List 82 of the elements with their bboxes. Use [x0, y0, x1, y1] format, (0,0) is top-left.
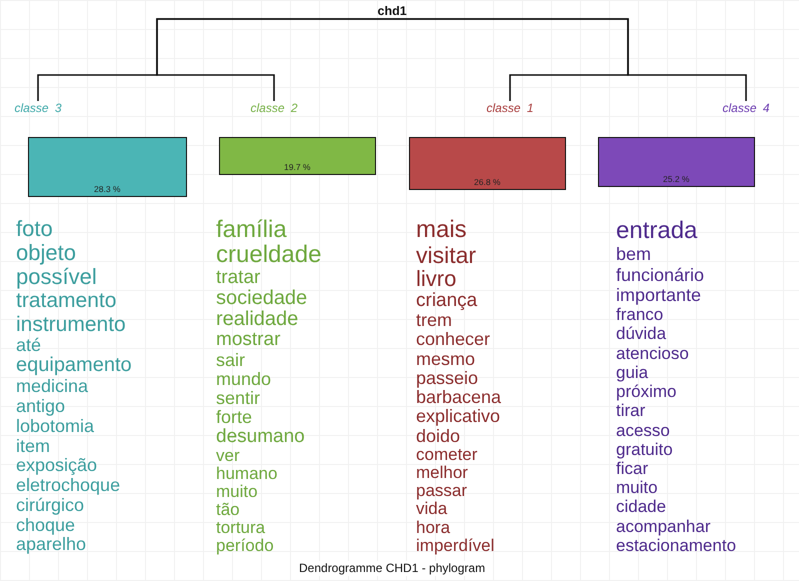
- root-label: chd1: [378, 4, 407, 19]
- keyword: livro: [416, 267, 456, 291]
- class-bar: [219, 137, 376, 175]
- keyword: importante: [616, 284, 702, 306]
- keyword: objeto: [16, 241, 76, 266]
- keyword: cirúrgico: [16, 496, 84, 516]
- keyword: tortura: [216, 519, 266, 538]
- keyword: exposição: [16, 456, 98, 476]
- keyword: franco: [616, 305, 664, 324]
- class-bar: [28, 137, 187, 197]
- keyword: forte: [216, 408, 252, 427]
- keyword: equipamento: [16, 355, 132, 378]
- keyword: hora: [416, 518, 450, 537]
- keyword: funcionário: [616, 264, 704, 285]
- keyword: possível: [16, 265, 97, 290]
- keyword: conhecer: [416, 330, 490, 350]
- class-label: classe 2: [250, 101, 298, 115]
- keyword: choque: [16, 516, 76, 536]
- class-label: classe 3: [14, 101, 62, 115]
- keyword: instrumento: [16, 312, 126, 336]
- keyword: ficar: [616, 458, 648, 478]
- keyword: aparelho: [16, 535, 86, 555]
- percentage-label: 25.2 %: [663, 174, 690, 184]
- keyword: doido: [416, 426, 460, 446]
- keyword: gratuito: [616, 440, 673, 459]
- keyword: mesmo: [416, 350, 476, 369]
- keyword: bem: [616, 244, 652, 264]
- keyword: foto: [16, 217, 53, 242]
- dendrogram-branch: [156, 18, 392, 101]
- keyword: acesso: [616, 420, 670, 440]
- keyword: cidade: [616, 497, 666, 517]
- keyword: atencioso: [616, 344, 689, 363]
- keyword: melhor: [416, 464, 468, 482]
- keyword: tratar: [216, 268, 260, 288]
- keyword: cometer: [416, 446, 478, 464]
- dendrogram-branch: [392, 18, 747, 101]
- keyword: passeio: [416, 368, 478, 388]
- class-bar: [409, 137, 566, 190]
- keyword: criança: [416, 290, 478, 312]
- keyword: até: [16, 336, 42, 356]
- class-bar: [598, 137, 755, 187]
- keyword: tratamento: [16, 289, 116, 312]
- keyword: acompanhar: [616, 516, 711, 536]
- keyword: sair: [216, 350, 246, 370]
- keyword: mais: [416, 217, 467, 243]
- class-label: classe 1: [486, 101, 534, 115]
- keyword: vida: [416, 500, 448, 519]
- keyword: muito: [616, 478, 658, 498]
- keyword: sentir: [216, 388, 260, 408]
- keyword: realidade: [216, 309, 298, 330]
- keyword: estacionamento: [616, 536, 736, 556]
- keyword: trem: [416, 311, 452, 330]
- keyword: imperdível: [416, 536, 494, 555]
- keyword: crueldade: [216, 242, 322, 268]
- keyword: humano: [216, 464, 278, 483]
- keyword: mostrar: [216, 330, 280, 351]
- keyword: dúvida: [616, 324, 666, 344]
- keyword: tirar: [616, 401, 646, 421]
- keyword: mundo: [216, 370, 272, 389]
- keyword: medicina: [16, 377, 88, 397]
- keyword: barbacena: [416, 388, 502, 408]
- keyword: próximo: [616, 382, 676, 402]
- keyword: explicativo: [416, 407, 500, 427]
- percentage-label: 28.3 %: [94, 184, 120, 194]
- class-label: classe 4: [722, 101, 770, 115]
- keyword: período: [216, 537, 274, 556]
- percentage-label: 26.8 %: [474, 177, 500, 187]
- keyword: muito: [216, 482, 258, 501]
- percentage-label: 19.7 %: [284, 162, 310, 172]
- keyword: sociedade: [216, 288, 308, 310]
- keyword: visitar: [416, 242, 476, 268]
- keyword: item: [16, 436, 50, 456]
- keyword: tão: [216, 501, 240, 520]
- keyword: ver: [216, 446, 240, 465]
- keyword: desumano: [216, 426, 305, 447]
- keyword: passar: [416, 482, 468, 500]
- keyword: antigo: [16, 397, 66, 417]
- keyword: lobotomia: [16, 416, 94, 436]
- keyword: família: [216, 217, 287, 242]
- keyword: eletrochoque: [16, 476, 120, 496]
- keyword: guia: [616, 362, 648, 382]
- keyword: entrada: [616, 217, 698, 244]
